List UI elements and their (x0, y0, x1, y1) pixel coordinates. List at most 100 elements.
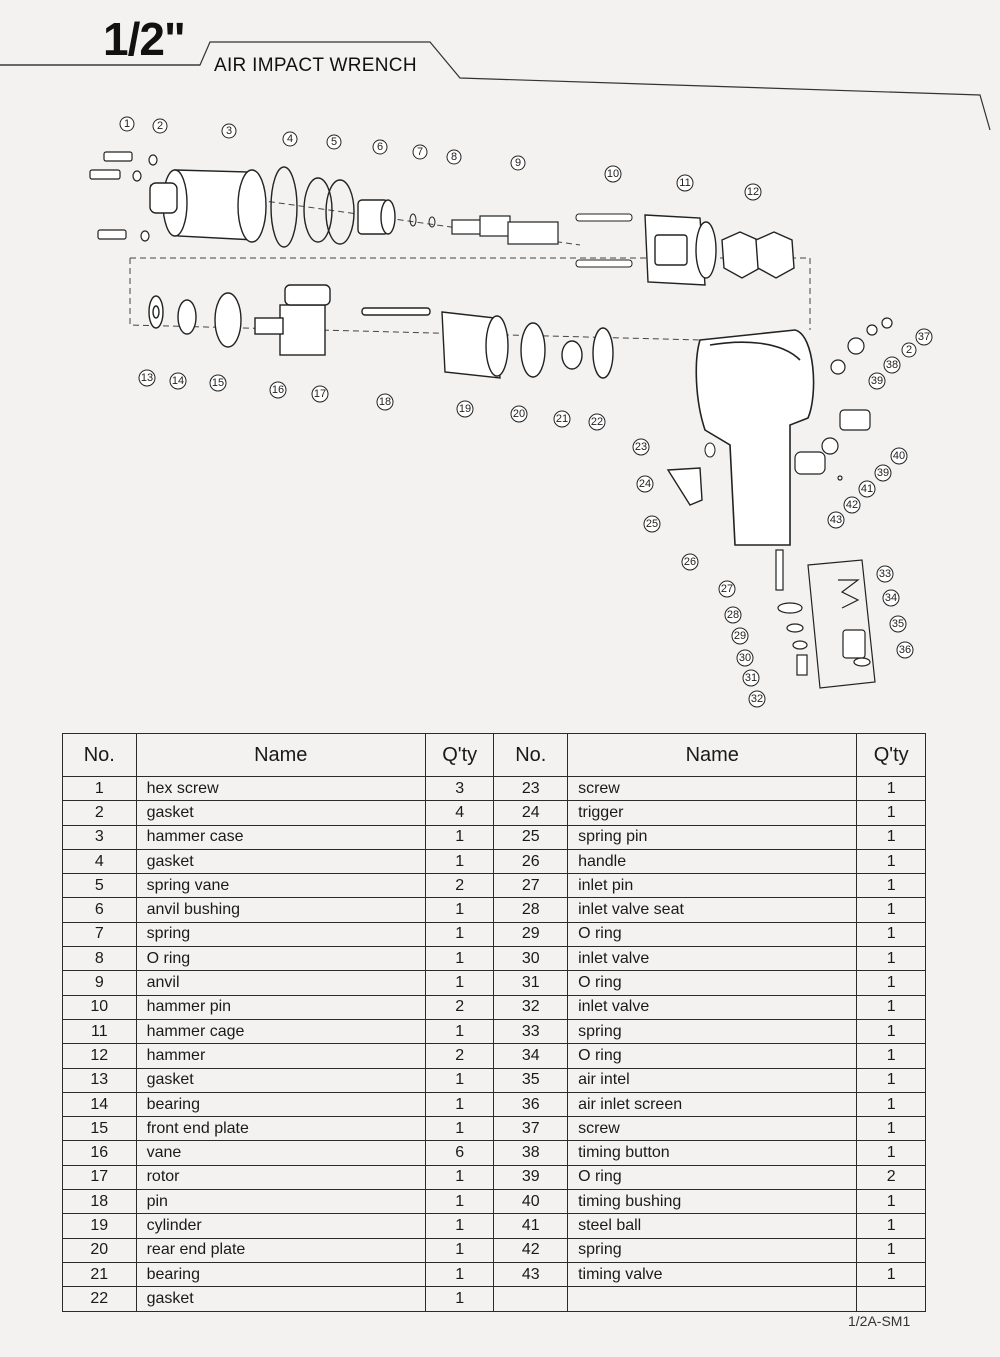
cell-number: 15 (62, 1116, 137, 1142)
svg-text:6: 6 (377, 141, 383, 153)
cell-number (493, 1286, 569, 1312)
cell-part-name: steel ball (567, 1213, 858, 1239)
cell-quantity: 1 (424, 1189, 495, 1215)
cell-quantity: 1 (424, 1286, 495, 1312)
cell-number: 34 (493, 1043, 569, 1069)
cell-quantity: 1 (856, 1261, 926, 1288)
cell-quantity: 1 (856, 824, 926, 850)
cell-quantity: 1 (856, 1189, 926, 1215)
cell-quantity: 1 (856, 1018, 926, 1045)
cell-quantity: 1 (424, 1164, 495, 1191)
cell-number: 23 (493, 775, 569, 802)
cell-quantity: 1 (856, 775, 926, 802)
cell-number: 17 (62, 1164, 137, 1191)
cell-number: 27 (493, 873, 569, 899)
cell-quantity: 1 (856, 1116, 926, 1142)
svg-text:41: 41 (861, 483, 873, 495)
cell-quantity: 1 (424, 1213, 495, 1239)
svg-text:31: 31 (745, 672, 757, 684)
cell-part-name: spring vane (135, 873, 426, 899)
cell-part-name: anvil (135, 970, 426, 996)
svg-text:12: 12 (747, 186, 759, 198)
cell-quantity: 1 (424, 824, 495, 850)
cell-quantity: 1 (424, 897, 495, 923)
cell-number: 41 (493, 1213, 569, 1239)
svg-text:22: 22 (591, 416, 603, 428)
cell-part-name: air inlet screen (567, 1091, 858, 1118)
cell-part-name: hex screw (135, 775, 426, 802)
cell-quantity: 6 (424, 1140, 495, 1166)
cell-quantity: 1 (424, 848, 495, 875)
cell-number: 11 (62, 1018, 137, 1045)
svg-text:2: 2 (157, 120, 163, 132)
cell-number: 37 (493, 1116, 569, 1142)
cell-quantity: 1 (856, 1213, 926, 1239)
col-header-no: No. (62, 733, 137, 777)
cell-number: 3 (62, 824, 137, 850)
cell-quantity: 1 (424, 1237, 495, 1263)
cell-number: 21 (62, 1261, 137, 1288)
cell-number: 28 (493, 897, 569, 923)
svg-text:2: 2 (906, 344, 912, 356)
svg-text:7: 7 (417, 146, 423, 158)
cell-number: 13 (62, 1067, 137, 1093)
cell-quantity: 1 (424, 1261, 495, 1288)
svg-text:36: 36 (899, 644, 911, 656)
table-header-row: No. Name Q'ty No. Name Q'ty (62, 733, 926, 777)
cell-part-name: timing bushing (567, 1189, 858, 1215)
cell-part-name: hammer (135, 1043, 426, 1069)
cell-quantity: 1 (856, 1237, 926, 1263)
svg-text:18: 18 (379, 396, 391, 408)
cell-quantity: 1 (856, 848, 926, 875)
cell-number: 43 (493, 1261, 569, 1288)
svg-text:43: 43 (830, 514, 842, 526)
cell-number: 24 (493, 800, 569, 826)
cell-quantity: 1 (424, 921, 495, 948)
svg-text:38: 38 (886, 359, 898, 371)
cell-part-name: gasket (135, 800, 426, 826)
cell-part-name: rotor (135, 1164, 426, 1191)
cell-quantity: 1 (424, 970, 495, 996)
cell-part-name: inlet valve (567, 946, 858, 972)
cell-quantity: 1 (424, 1091, 495, 1118)
cell-number: 35 (493, 1067, 569, 1093)
svg-text:14: 14 (172, 375, 184, 387)
cell-part-name: front end plate (135, 1116, 426, 1142)
cell-number: 10 (62, 994, 137, 1020)
cell-number: 12 (62, 1043, 137, 1069)
cell-quantity: 1 (856, 970, 926, 996)
cell-part-name: anvil bushing (135, 897, 426, 923)
cell-quantity: 1 (424, 1018, 495, 1045)
svg-text:37: 37 (918, 331, 930, 343)
svg-text:5: 5 (331, 136, 337, 148)
cell-part-name: inlet valve (567, 994, 858, 1020)
cell-part-name: handle (567, 848, 858, 875)
cell-number: 26 (493, 848, 569, 875)
cell-quantity (856, 1286, 926, 1312)
cell-part-name: cylinder (135, 1213, 426, 1239)
cell-quantity: 1 (856, 897, 926, 923)
cell-number: 30 (493, 946, 569, 972)
svg-text:8: 8 (451, 151, 457, 163)
svg-text:21: 21 (556, 413, 568, 425)
svg-text:26: 26 (684, 556, 696, 568)
col-header-qty: Q'ty (424, 733, 495, 777)
cell-number: 33 (493, 1018, 569, 1045)
cell-number: 25 (493, 824, 569, 850)
cell-part-name: vane (135, 1140, 426, 1166)
svg-text:24: 24 (639, 478, 651, 490)
cell-part-name: air intel (567, 1067, 858, 1093)
cell-quantity: 4 (424, 800, 495, 826)
